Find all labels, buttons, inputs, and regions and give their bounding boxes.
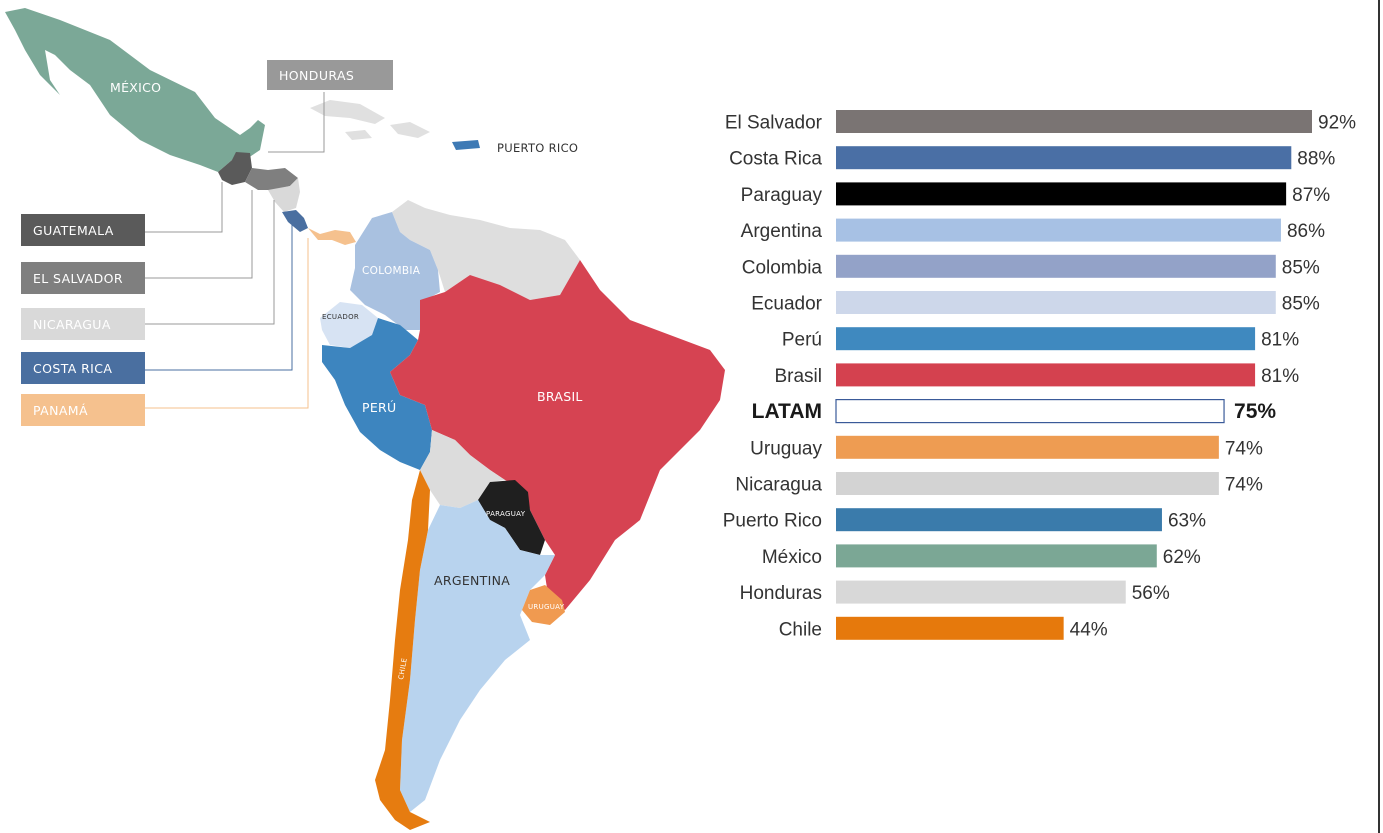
map-label-colombia: COLOMBIA [362, 265, 421, 277]
map-region-puerto-rico [452, 140, 480, 150]
category-label-latam: LATAM [752, 400, 822, 423]
map-region-guatemala [218, 152, 252, 185]
bar-argentina [836, 218, 1281, 242]
value-label-colombia: 85% [1282, 257, 1320, 278]
bar-honduras [836, 580, 1126, 604]
value-label-el-salvador: 92% [1318, 113, 1356, 134]
bar-uruguay [836, 435, 1219, 459]
bar-nicaragua [836, 472, 1219, 495]
bar-m-xico [836, 544, 1157, 568]
value-label-latam: 75% [1234, 400, 1276, 423]
map-label-chile: CHILE [397, 657, 409, 680]
legend-label-costa-rica: COSTA RICA [33, 360, 113, 376]
map-label-mexico: MÉXICO [110, 80, 161, 95]
map-region-bolivia [420, 430, 520, 508]
category-label-el-salvador: El Salvador [725, 113, 823, 134]
value-label-argentina: 86% [1287, 221, 1325, 242]
category-label-argentina: Argentina [741, 221, 823, 242]
map-label-puerto-rico: PUERTO RICO [497, 141, 578, 155]
map-label-ecuador: ECUADOR [322, 313, 359, 321]
map-region-ecuador [320, 302, 378, 348]
latin-america-map: MÉXICO PUERTO RICO COLOMBIA ECUADOR PERÚ… [5, 8, 725, 830]
map-region-brasil [390, 260, 725, 610]
map-region-costa-rica [282, 210, 308, 232]
category-label-brasil: Brasil [774, 366, 822, 387]
bar-el-salvador [836, 110, 1312, 133]
legend-box-costa-rica: COSTA RICA [21, 352, 145, 384]
value-label-ecuador: 85% [1282, 294, 1320, 315]
value-label-nicaragua: 74% [1225, 475, 1263, 496]
bar-latam [835, 399, 1225, 424]
legend-box-nicaragua: NICARAGUA [21, 308, 145, 340]
bar-paraguay [836, 182, 1287, 206]
legend-box-guatemala: GUATEMALA [21, 214, 145, 246]
category-label-nicaragua: Nicaragua [735, 475, 822, 496]
bar-colombia [836, 254, 1276, 278]
bar-chile [836, 616, 1064, 640]
category-label-per-: Perú [782, 330, 822, 351]
map-region-uruguay [522, 585, 565, 625]
map-region-caribbean [310, 100, 430, 140]
map-region-venezuela-guianas [392, 200, 580, 300]
map-label-paraguay: PARAGUAY [486, 510, 526, 518]
legend-box-panama: PANAMÁ [21, 394, 145, 426]
category-label-paraguay: Paraguay [741, 185, 823, 206]
value-label-costa-rica: 88% [1297, 149, 1335, 170]
map-region-nicaragua [268, 178, 300, 212]
legend-label-guatemala: GUATEMALA [33, 222, 114, 238]
legend-label-el-salvador: EL SALVADOR [33, 270, 123, 286]
category-label-chile: Chile [779, 619, 822, 640]
map-region-chile [375, 470, 430, 830]
legend-label-honduras: HONDURAS [279, 67, 355, 83]
category-label-puerto-rico: Puerto Rico [723, 511, 822, 532]
map-region-argentina [400, 500, 555, 812]
map-label-brasil: BRASIL [537, 389, 583, 404]
map-region-peru [322, 318, 432, 470]
map-region-colombia [350, 212, 440, 330]
category-label-honduras: Honduras [740, 583, 822, 604]
bar-brasil [836, 363, 1256, 387]
value-label-per-: 81% [1261, 330, 1299, 351]
category-label-colombia: Colombia [742, 257, 823, 278]
bar-puerto-rico [836, 508, 1162, 532]
category-label-costa-rica: Costa Rica [729, 149, 822, 170]
value-label-puerto-rico: 63% [1168, 511, 1206, 532]
bar-chart: El Salvador 92% Costa Rica 88% Paraguay 87% Ar… [723, 110, 1356, 640]
value-label-m-xico: 62% [1163, 547, 1201, 568]
map-label-peru: PERÚ [362, 400, 396, 415]
map-leader-lines [145, 92, 325, 409]
category-label-ecuador: Ecuador [751, 294, 822, 315]
value-label-chile: 44% [1070, 619, 1108, 640]
bar-per- [836, 327, 1256, 351]
map-label-uruguay: URUGUAY [528, 603, 565, 611]
legend-box-el-salvador: EL SALVADOR [21, 262, 145, 294]
map-region-paraguay [478, 480, 545, 555]
bar-ecuador [836, 291, 1276, 314]
category-label-uruguay: Uruguay [750, 438, 822, 459]
value-label-brasil: 81% [1261, 366, 1299, 387]
map-label-argentina: ARGENTINA [434, 573, 510, 588]
map-region-el-salvador [245, 168, 298, 190]
bar-costa-rica [836, 146, 1292, 170]
map-region-panama [308, 228, 356, 245]
category-label-m-xico: México [762, 547, 822, 568]
value-label-honduras: 56% [1132, 583, 1170, 604]
legend-label-panama: PANAMÁ [33, 402, 88, 418]
legend-label-nicaragua: NICARAGUA [33, 316, 111, 332]
map-region-mexico [5, 8, 265, 172]
value-label-paraguay: 87% [1292, 185, 1330, 206]
legend-box-honduras: HONDURAS [267, 60, 393, 90]
value-label-uruguay: 74% [1225, 438, 1263, 459]
